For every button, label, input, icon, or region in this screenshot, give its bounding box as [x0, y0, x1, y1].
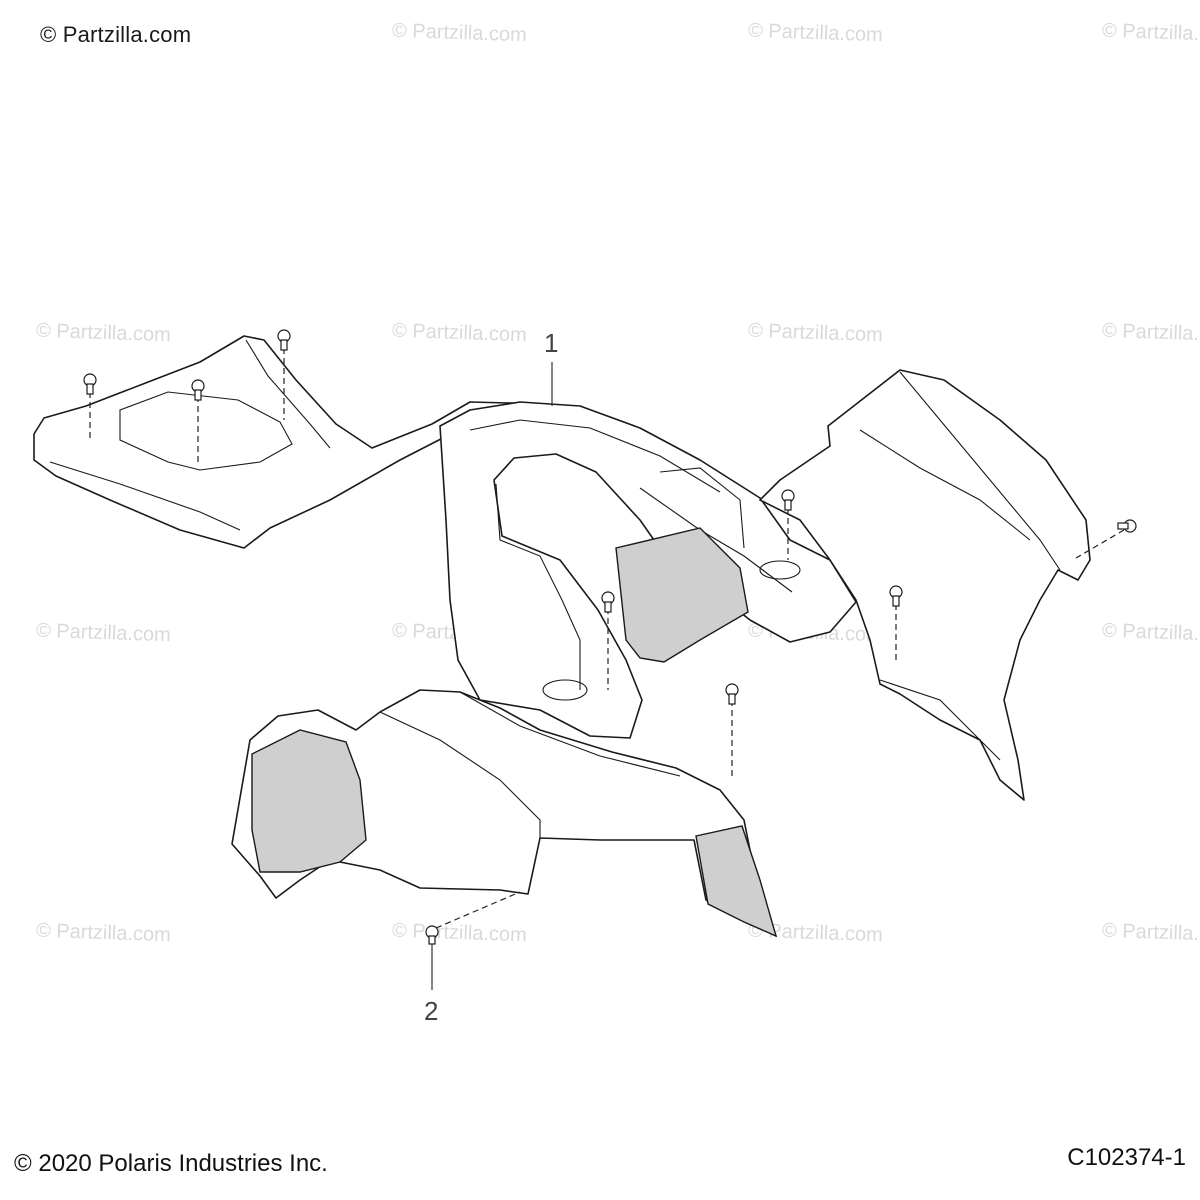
screw-icon: [1117, 519, 1137, 533]
screw-icon: [781, 489, 795, 511]
diagram-code: C102374-1: [1067, 1144, 1186, 1171]
screw-icon: [725, 683, 739, 705]
screw-icon: [601, 591, 615, 613]
screw-icon: [277, 329, 291, 351]
callout-2: 2: [424, 996, 439, 1026]
screw-icon: [83, 373, 97, 395]
partzilla-brand: © Partzilla.com: [40, 22, 192, 47]
fastener-leaders: [89, 348, 1125, 929]
copyright-notice: © 2020 Polaris Industries Inc.: [14, 1150, 328, 1177]
callout-1: 1: [544, 328, 559, 358]
screw-icons: [83, 329, 1137, 945]
right-fender: [759, 369, 1091, 801]
screw-icon: [425, 925, 439, 945]
left-fender: [231, 689, 778, 938]
inner-duct: [615, 527, 749, 663]
screw-icon: [889, 585, 903, 607]
front-cab-body: [439, 401, 857, 739]
screw-icon: [191, 379, 205, 401]
